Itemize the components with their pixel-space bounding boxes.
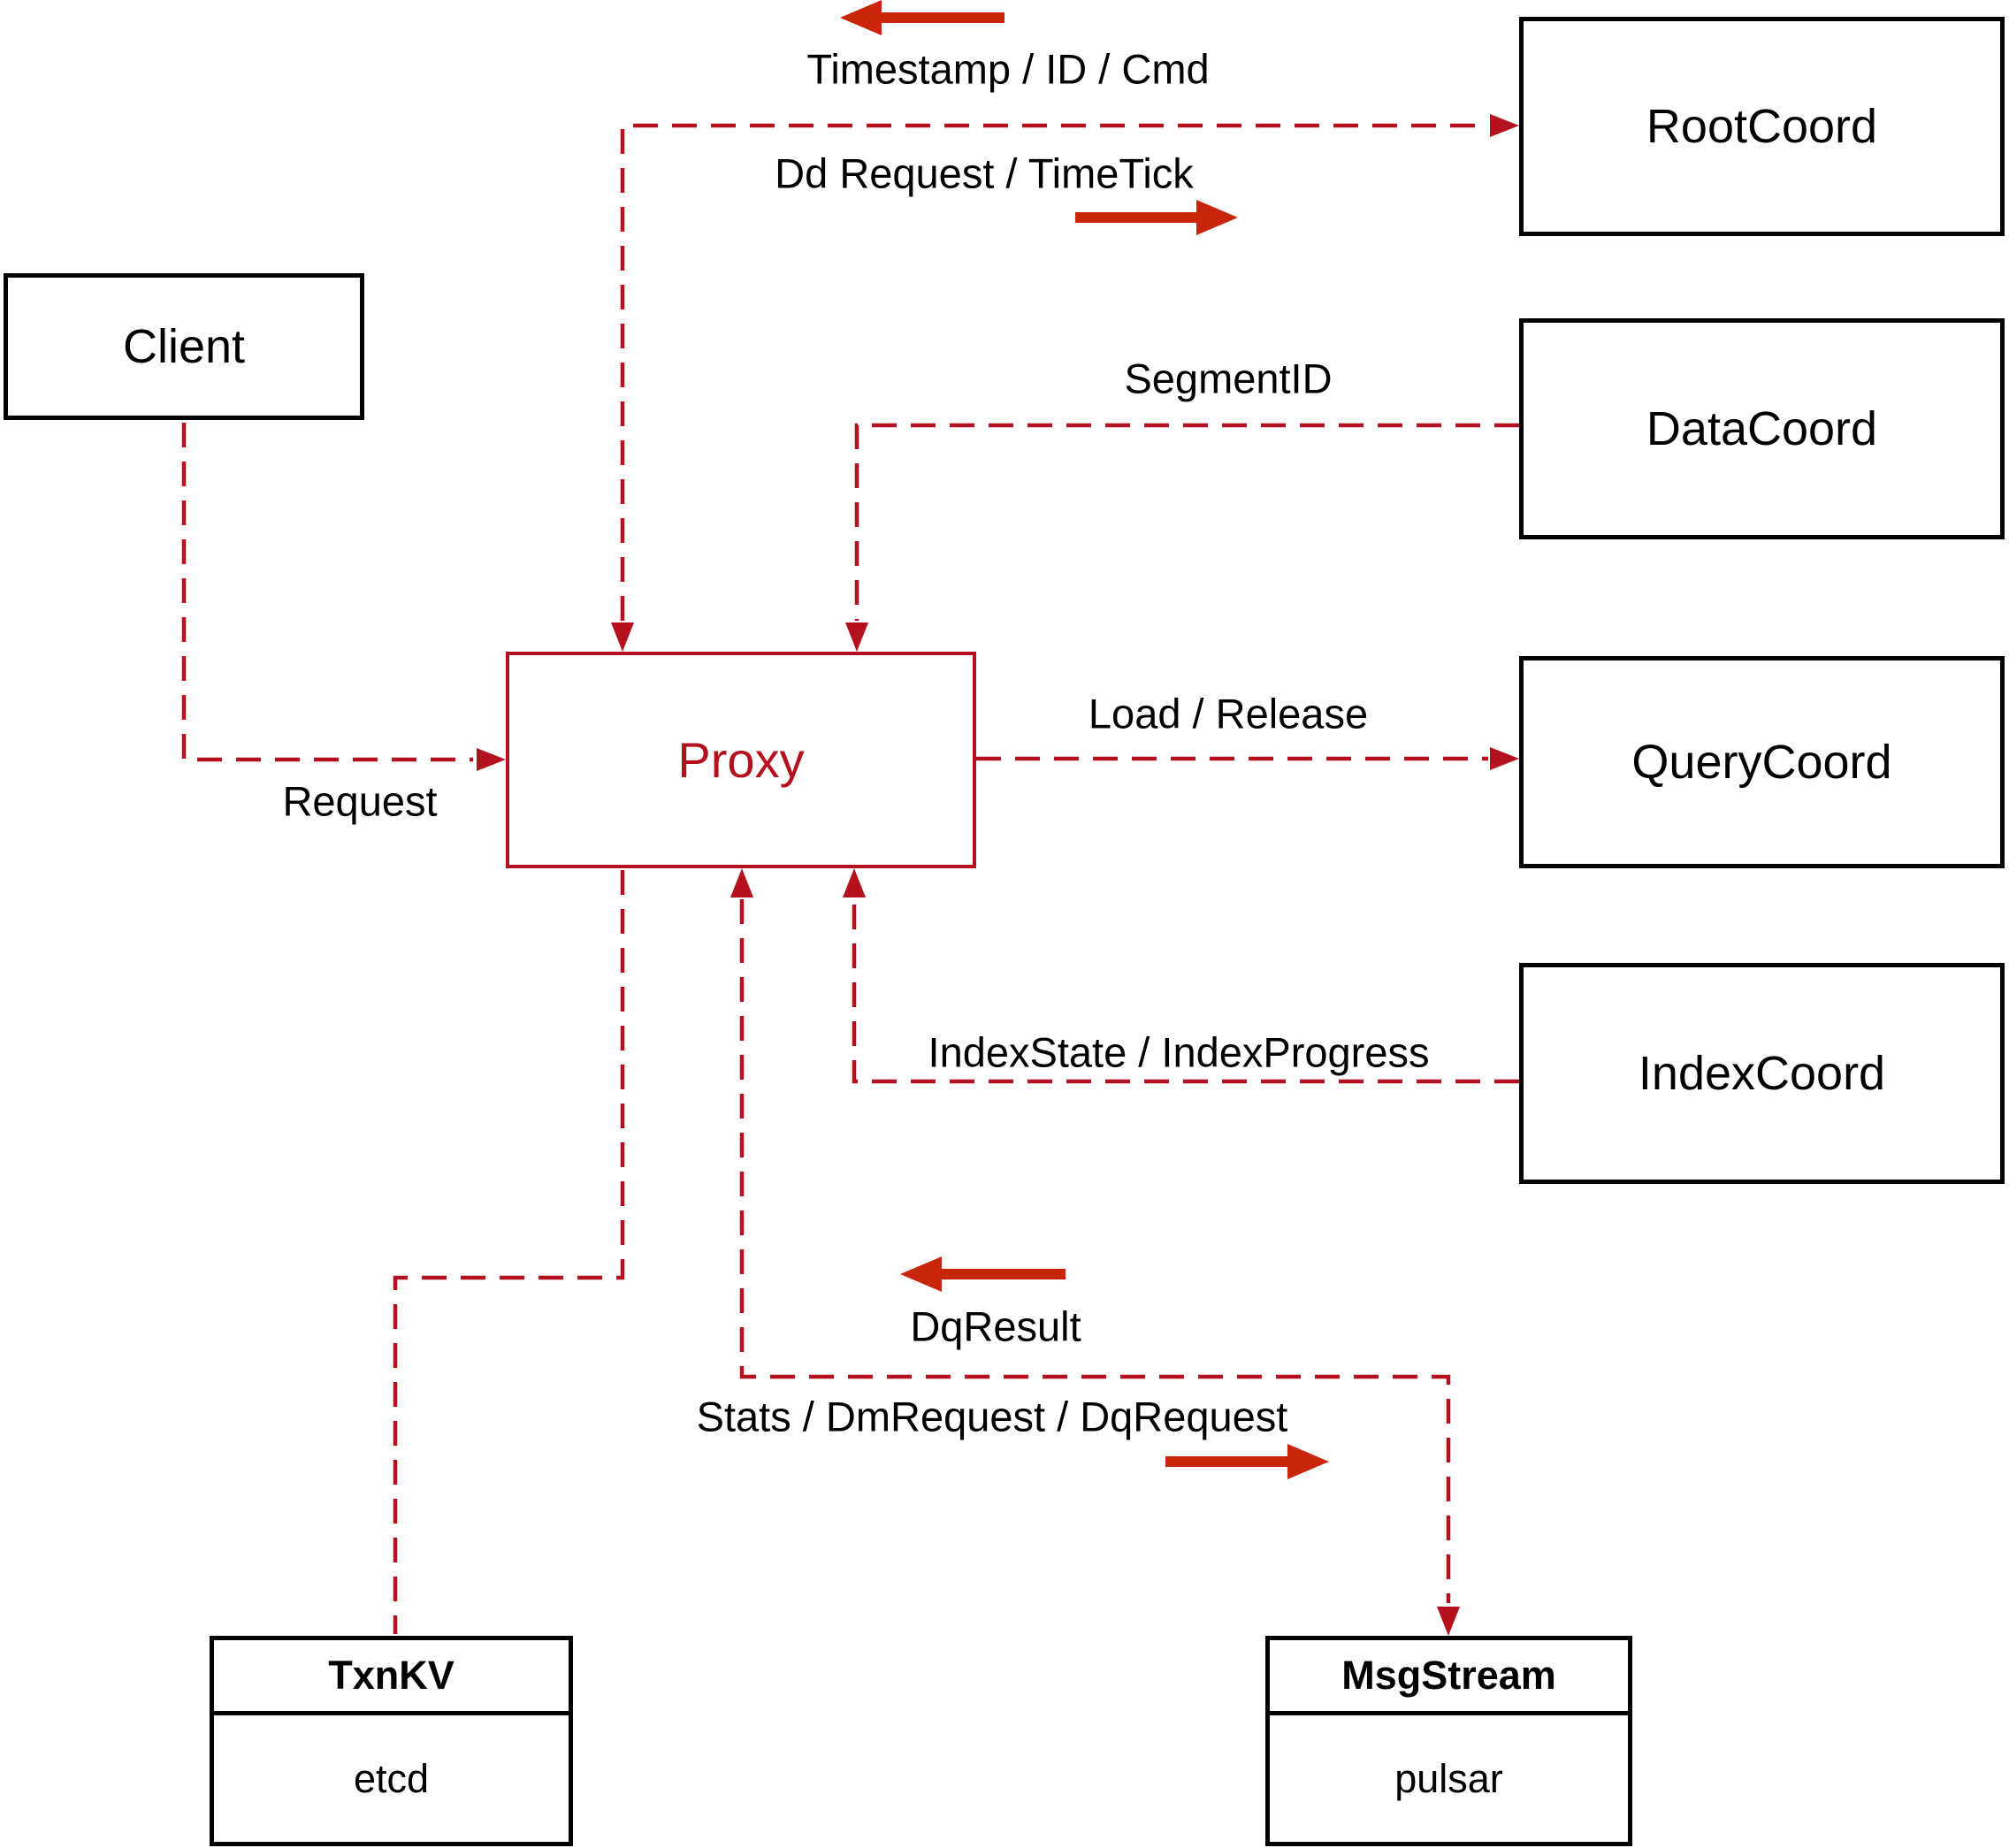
node-client-label: Client [122,320,246,373]
label-request: Request [282,777,438,825]
node-client: Client [4,273,364,420]
label-dd-request-timetick: Dd Request / TimeTick [775,149,1194,197]
edge-datacoord-to-proxy [854,423,1519,621]
arrowhead-into-proxy-bottom-right [843,868,866,897]
label-load-release: Load / Release [1088,690,1369,737]
node-datacoord-label: DataCoord [1646,402,1878,455]
arrowhead-into-proxy-top-right [845,622,868,652]
flow-arrow-left-dqresult [900,1256,1066,1292]
arrowhead-into-msgstream [1437,1607,1460,1636]
node-msgstream: MsgStream pulsar [1265,1636,1632,1846]
node-rootcoord-label: RootCoord [1646,100,1878,153]
node-msgstream-subtitle: pulsar [1394,1755,1503,1801]
arrowhead-into-proxy-left [477,748,506,771]
edge-proxy-to-txnkv [393,870,625,1634]
node-txnkv-subtitle: etcd [353,1755,430,1801]
node-proxy-label: Proxy [677,732,805,788]
edge-proxy-to-rootcoord [620,123,1488,621]
node-datacoord: DataCoord [1519,318,2005,539]
label-timestamp-id-cmd: Timestamp / ID / Cmd [806,45,1210,93]
edge-client-to-proxy [181,423,473,762]
node-msgstream-title: MsgStream [1270,1640,1628,1715]
node-querycoord: QueryCoord [1519,656,2005,868]
flow-arrow-right-stats [1165,1444,1329,1479]
node-querycoord-label: QueryCoord [1631,736,1892,789]
label-segmentid: SegmentID [1124,355,1333,402]
node-proxy: Proxy [506,652,976,868]
arrowhead-into-proxy-bottom-left [730,868,753,897]
flow-arrow-right-ddrequest [1075,200,1238,235]
arrowhead-into-proxy-top-left [611,622,634,652]
edge-proxy-to-msgstream [739,899,1451,1603]
node-rootcoord: RootCoord [1519,17,2005,236]
label-dqresult: DqResult [910,1302,1081,1350]
arrowhead-into-querycoord [1490,747,1519,770]
node-txnkv: TxnKV etcd [210,1636,573,1846]
edge-indexcoord-to-proxy [852,899,1519,1084]
node-txnkv-title: TxnKV [214,1640,569,1715]
label-indexstate-indexprogress: IndexState / IndexProgress [928,1028,1430,1076]
arrowhead-into-rootcoord [1490,114,1519,137]
flow-arrow-left-timestamp [840,0,1004,35]
label-stats-dmrequest-dqrequest: Stats / DmRequest / DqRequest [696,1393,1288,1440]
node-indexcoord: IndexCoord [1519,963,2005,1184]
node-indexcoord-label: IndexCoord [1638,1047,1886,1100]
